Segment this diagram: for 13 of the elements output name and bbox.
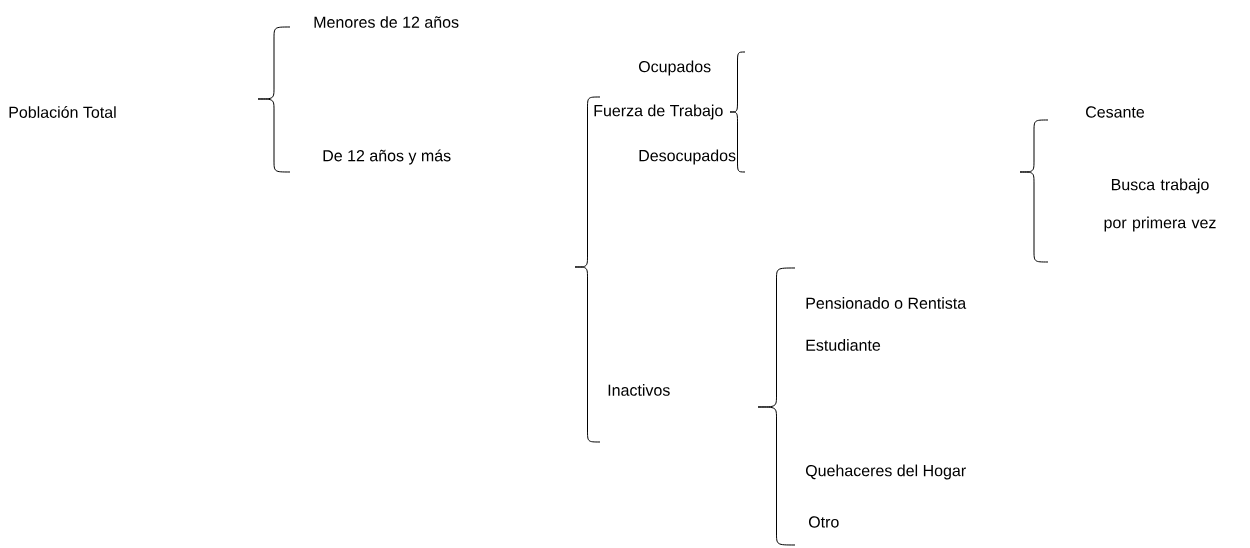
category-label: Busca trabajo por primera vez [1104,178,1216,232]
category-label: De 12 años y más [323,149,451,165]
category-label: Otro [808,516,839,528]
category-label: Pensionado o Rentista [806,297,967,309]
category-label: Menores de 12 años [314,16,459,28]
category-label: Fuerza de Trabajo [594,104,723,120]
category-label: Cesante [1086,106,1145,118]
category-label: Inactivos [608,384,670,396]
category-label: Ocupados [638,60,711,76]
category-label: Población Total [9,106,116,118]
category-label: Desocupados [639,149,736,165]
category-label: Quehaceres del Hogar [805,464,966,480]
category-label: Estudiante [806,339,881,351]
